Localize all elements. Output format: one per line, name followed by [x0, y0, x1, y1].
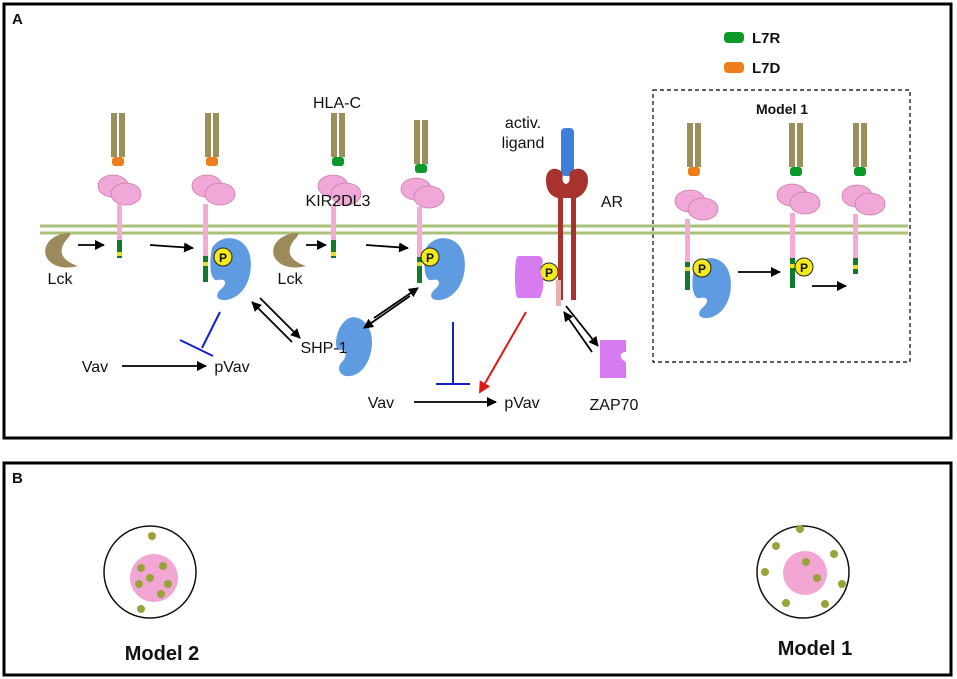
svg-text:P: P — [545, 266, 553, 280]
label-zap70: ZAP70 — [590, 397, 639, 414]
model1-receptor-2 — [776, 123, 821, 258]
cell-model-1 — [756, 525, 850, 619]
shp1-bound-1 — [210, 238, 251, 301]
phospho-3: P — [420, 247, 440, 267]
legend: L7R L7D — [724, 30, 781, 77]
kir-receptor-2 — [317, 113, 362, 258]
kir-receptor-1 — [191, 113, 236, 256]
svg-text:P: P — [698, 262, 706, 276]
model1-itim-2 — [790, 258, 795, 288]
zap70-kinase — [600, 340, 626, 378]
model1-box-title: Model 1 — [756, 101, 808, 117]
label-kir2dl3: KIR2DL3 — [306, 193, 371, 210]
panel-a-letter: A — [12, 11, 23, 28]
label-activ-ligand-2: ligand — [502, 135, 545, 152]
phospho-model1-b: P — [794, 257, 814, 277]
black-arrows — [78, 240, 847, 407]
panel-b-frame — [2, 461, 953, 677]
label-vav-1: Vav — [82, 359, 108, 376]
model1-receptor-3 — [841, 123, 886, 274]
label-lck-1: Lck — [48, 271, 74, 288]
cell-model-2 — [103, 525, 197, 619]
activating-receptor — [515, 128, 588, 306]
cell-label-model-2: Model 2 — [125, 643, 199, 665]
legend-swatch-l7d — [724, 62, 744, 73]
label-shp1: SHP-1 — [300, 340, 347, 357]
legend-swatch-l7r — [724, 32, 744, 43]
svg-text:P: P — [219, 251, 227, 265]
label-vav-2: Vav — [368, 395, 394, 412]
label-activ-ligand-1: activ. — [505, 115, 541, 132]
activation-arrow — [479, 311, 527, 394]
itim-tail-1 — [203, 256, 208, 282]
lck-kinase-2 — [273, 233, 306, 268]
svg-text:P: P — [800, 261, 808, 275]
legend-label-l7r: L7R — [752, 30, 781, 47]
panel-a-frame — [2, 2, 953, 440]
cell-membrane — [40, 224, 908, 235]
inhibition-arrows — [179, 311, 470, 385]
legend-label-l7d: L7D — [752, 60, 781, 77]
shp1-bound-3 — [424, 238, 465, 301]
model1-itim-1 — [685, 262, 690, 290]
kir-receptor-3 — [400, 120, 445, 257]
lck-kinase-1 — [45, 233, 78, 268]
label-pvav-1: pVav — [214, 359, 249, 376]
panel-b-letter: B — [12, 470, 23, 487]
model1-receptor-1 — [674, 123, 719, 274]
label-ar: AR — [601, 194, 623, 211]
phospho-model1-a: P — [692, 258, 712, 278]
svg-text:P: P — [426, 251, 434, 265]
label-hla-c: HLA-C — [313, 95, 361, 112]
label-lck-2: Lck — [278, 271, 304, 288]
shp1-free — [336, 317, 372, 377]
label-pvav-2: pVav — [504, 395, 539, 412]
kir-receptor-0 — [97, 113, 142, 258]
model1-dashed-box — [652, 89, 911, 363]
itim-tail-3 — [417, 257, 422, 283]
cell-label-model-1: Model 1 — [778, 638, 852, 660]
phospho-1: P — [213, 247, 233, 267]
